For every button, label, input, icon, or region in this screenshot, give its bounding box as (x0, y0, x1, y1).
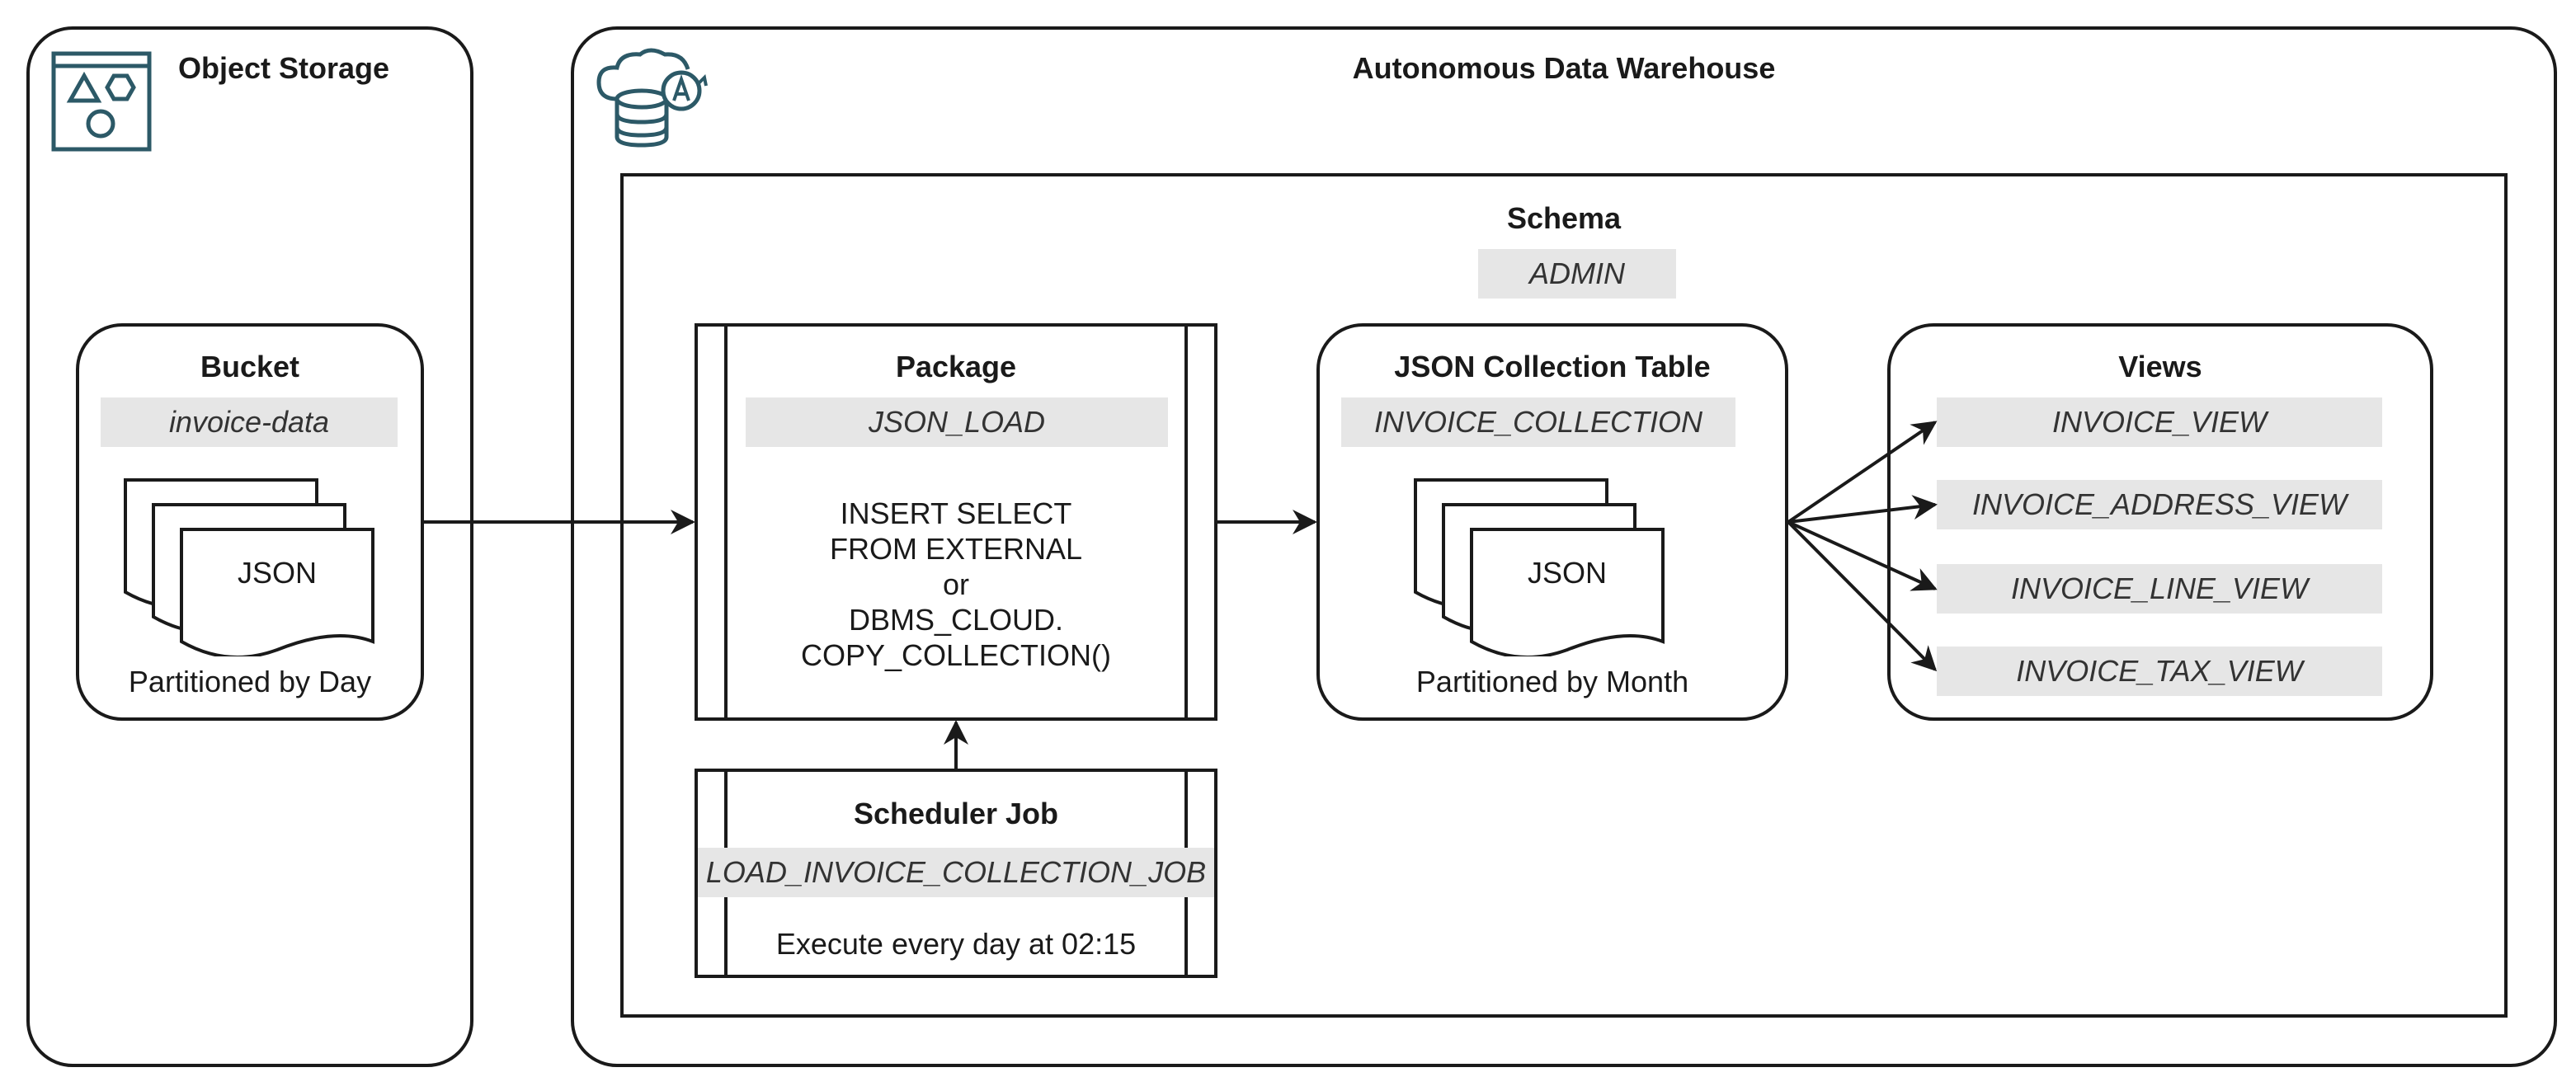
object-storage-icon (51, 51, 152, 152)
collection-to-view-arrow (1787, 520, 1938, 591)
package-body-line: COPY_COLLECTION() (800, 638, 1112, 672)
collection-doc-label: JSON (1527, 556, 1607, 590)
collection-to-view-arrow (1787, 520, 1938, 672)
views-title: Views (2118, 350, 2202, 383)
package-body-line: FROM EXTERNAL (829, 532, 1083, 566)
view-item-tag: INVOICE_TAX_VIEW (1937, 647, 2382, 696)
bucket-caption: Partitioned by Day (128, 665, 372, 698)
bucket-json-documents-icon (122, 477, 378, 659)
schema-name-tag: ADMIN (1478, 249, 1676, 299)
package-title: Package (895, 350, 1017, 383)
autonomous-database-icon (592, 48, 711, 148)
collection-to-view-arrow (1787, 495, 1938, 524)
package-body-line: INSERT SELECT (840, 496, 1072, 530)
bucket-doc-label: JSON (237, 556, 317, 590)
view-item-tag: INVOICE_ADDRESS_VIEW (1937, 480, 2382, 529)
package-body-line: or (942, 567, 969, 601)
bucket-title: Bucket (200, 350, 300, 383)
bucket-name-tag: invoice-data (101, 397, 398, 447)
scheduler-job-title: Scheduler Job (853, 797, 1059, 830)
package-name-tag: JSON_LOAD (746, 397, 1168, 447)
view-item-tag: INVOICE_VIEW (1937, 397, 2382, 447)
schema-title: Schema (1506, 201, 1622, 235)
collection-to-view-arrow (1787, 421, 1938, 524)
view-item-tag: INVOICE_LINE_VIEW (1937, 564, 2382, 614)
object-storage-title: Object Storage (178, 51, 390, 85)
package-box (695, 323, 1217, 721)
adw-title: Autonomous Data Warehouse (1352, 51, 1776, 85)
package-body: INSERT SELECT FROM EXTERNAL or DBMS_CLOU… (695, 496, 1217, 673)
scheduler-job-caption: Execute every day at 02:15 (775, 927, 1137, 961)
collection-table-caption: Partitioned by Month (1415, 665, 1689, 698)
scheduler-job-name-tag: LOAD_INVOICE_COLLECTION_JOB (698, 848, 1214, 897)
package-body-line: DBMS_CLOUD. (848, 603, 1064, 637)
collection-json-documents-icon (1412, 477, 1668, 659)
collection-table-name-tag: INVOICE_COLLECTION (1341, 397, 1735, 447)
collection-table-title: JSON Collection Table (1394, 350, 1711, 383)
